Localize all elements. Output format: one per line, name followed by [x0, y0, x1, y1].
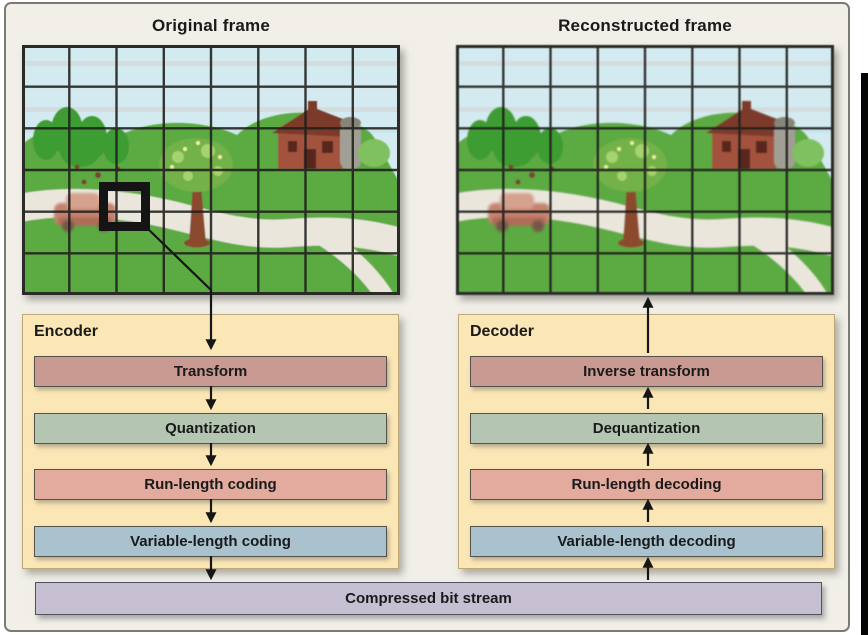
decoder-label: Decoder	[470, 323, 535, 340]
stage-dequantization: Dequantization	[470, 413, 823, 444]
screenshot-edge-artifact	[861, 73, 868, 635]
stage-run-length-coding: Run-length coding	[34, 469, 387, 500]
macroblock-highlight	[99, 182, 150, 231]
reconstructed-frame-image	[456, 45, 834, 295]
decoder-box: Decoder Inverse transform Dequantization…	[458, 314, 835, 569]
stage-transform: Transform	[34, 356, 387, 387]
reconstructed-frame-title: Reconstructed frame	[558, 16, 732, 35]
stage-variable-length-coding: Variable-length coding	[34, 526, 387, 557]
encoder-label: Encoder	[34, 323, 99, 340]
stage-quantization: Quantization	[34, 413, 387, 444]
original-frame-image	[22, 45, 400, 295]
bitstream-label: Compressed bit stream	[345, 590, 512, 607]
stage-variable-length-decoding: Variable-length decoding	[470, 526, 823, 557]
original-frame-title: Original frame	[151, 16, 271, 35]
stage-run-length-decoding: Run-length decoding	[470, 469, 823, 500]
encoder-box: Encoder Transform Quantization Run-lengt…	[22, 314, 399, 569]
bitstream-bar: Compressed bit stream	[35, 582, 822, 615]
stage-inverse-transform: Inverse transform	[470, 356, 823, 387]
